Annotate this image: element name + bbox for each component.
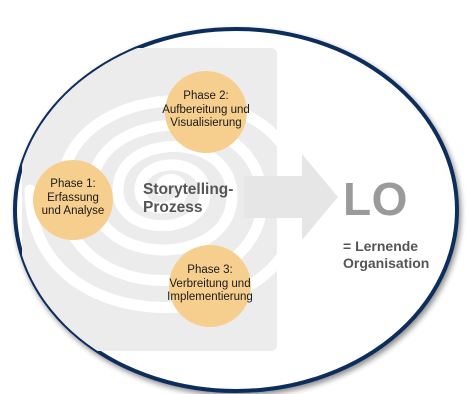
phase-2-label: Phase 2: Aufbereitung und Visualisierung [151, 90, 261, 131]
center-line1: Storytelling- [143, 181, 234, 198]
storytelling-process-label: Storytelling- Prozess [143, 181, 253, 217]
phase-1-line1: Phase 1: [50, 178, 96, 190]
phase-2-line1: Phase 2: [183, 90, 229, 102]
phase-3-line2: Verbreitung und [169, 277, 251, 290]
lo-title: LO [343, 173, 408, 225]
phase-1-label: Phase 1: Erfassung und Analyse [28, 178, 118, 219]
phase-2-circle [165, 71, 247, 153]
phase-3-line3: Implementierung [167, 291, 253, 304]
phase-1-line3: und Analyse [41, 205, 105, 218]
lo-subtitle-line2: Organisation [343, 254, 430, 271]
lo-subtitle-line1: = Lernende [343, 238, 419, 254]
center-line2: Prozess [143, 198, 203, 216]
lo-subtitle: = Lernende Organisation [343, 238, 429, 272]
phase-3-line1: Phase 3: [187, 264, 233, 276]
process-arrow [244, 154, 338, 240]
phase-3-label: Phase 3: Verbreitung und Implementierung [152, 264, 268, 305]
phase-1-circle [33, 160, 113, 240]
phase-3-circle [169, 245, 251, 327]
phase-2-line2: Aufbereitung und [162, 103, 250, 116]
phase-2-line3: Visualisierung [170, 117, 242, 130]
phase-1-line2: Erfassung [47, 191, 99, 204]
